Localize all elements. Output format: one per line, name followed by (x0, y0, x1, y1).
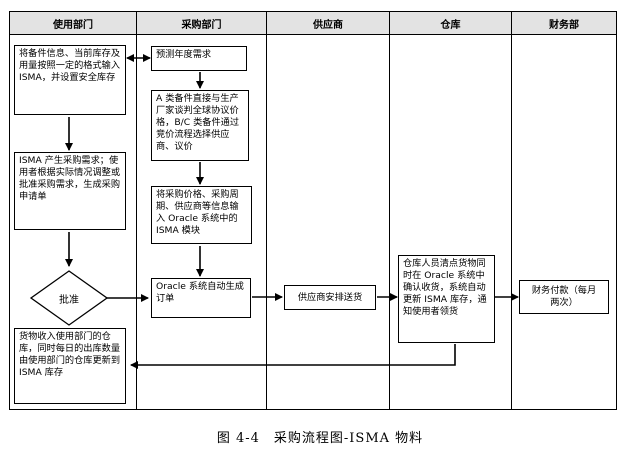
node-supplier-ship: 供应商安排送货 (284, 285, 376, 310)
node-receive: 货物收入使用部门的仓库，同时每日的出库数量由使用部门的仓库更新到 ISMA 库存 (14, 328, 126, 404)
lane-header-supplier: 供应商 (266, 11, 390, 35)
figure-caption: 图 4-4 采购流程图-ISMA 物料 (216, 431, 424, 446)
node-negotiate: A 类备件直接与生产厂家谈判全球协议价格，B/C 类备件通过竞价流程选择供应商、… (151, 90, 249, 161)
lane-header-purchasing: 采购部门 (136, 11, 267, 35)
arrow-warehouse-receive (130, 344, 456, 369)
node-input-isma: 将备件信息、当前库存及用量按照一定的格式输入 ISMA，并设置安全库存 (14, 45, 126, 115)
node-enter-info: 将采购价格、采购周期、供应商等信息输入 Oracle 系统中的 ISMA 模块 (151, 186, 252, 244)
node-forecast: 预测年度需求 (151, 46, 247, 71)
node-isma-demand: ISMA 产生采购需求；使用者根据实际情况调整或批准采购需求，生成采购申请单 (14, 152, 126, 230)
lane-header-warehouse: 仓库 (389, 11, 512, 35)
node-warehouse: 仓库人员清点货物同时在 Oracle 系统中确认收货，系统自动更新 ISMA 库… (398, 255, 495, 343)
node-oracle-order: Oracle 系统自动生成订单 (151, 278, 251, 318)
lane-header-finance: 财务部 (511, 11, 617, 35)
approve-diamond (29, 270, 109, 326)
node-payment: 财务付款（每月两次） (519, 280, 609, 314)
node-approve-label: 批准 (59, 295, 79, 306)
